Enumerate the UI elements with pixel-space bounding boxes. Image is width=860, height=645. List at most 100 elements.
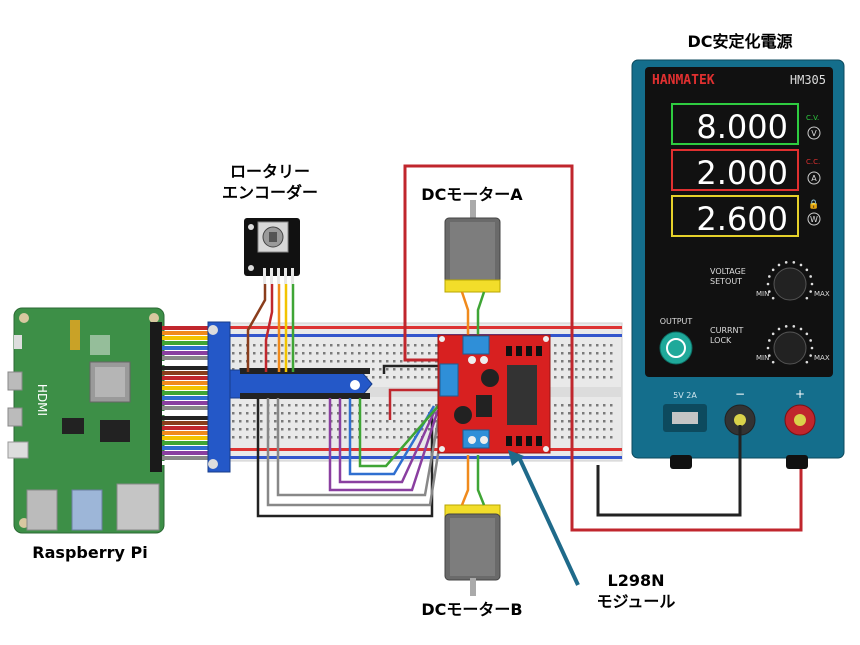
breadboard-hole [435,352,438,355]
min-label-1: MIN [756,290,769,298]
breadboard-hole [568,420,571,423]
breadboard-hole [302,360,305,363]
breadboard-hole [253,360,256,363]
breadboard-hole [330,360,333,363]
breadboard-hole [344,360,347,363]
breadboard-hole [393,352,396,355]
breadboard-hole [554,436,557,439]
breadboard-hole [365,344,368,347]
breadboard-hole [337,360,340,363]
breadboard-hole [589,368,592,371]
breadboard-hole [309,420,312,423]
breadboard-hole [239,344,242,347]
breadboard-hole [344,436,347,439]
breadboard-hole [267,360,270,363]
dial-tick [777,263,781,267]
breadboard-hole [379,376,382,379]
dial-tick [784,325,788,328]
breadboard-hole [393,376,396,379]
dial-tick [810,346,814,350]
breadboard-hole [603,376,606,379]
breadboard-hole [582,436,585,439]
breadboard-hole [232,352,235,355]
breadboard-hole [400,428,403,431]
breadboard-hole [393,420,396,423]
breadboard-hole [589,360,592,363]
motor-a-label: DCモーターA [421,185,523,204]
breadboard-hole [232,344,235,347]
lock-icon: 🔒 [808,199,819,210]
breadboard-hole [386,360,389,363]
breadboard-hole [561,352,564,355]
motor-b-wires [460,455,486,506]
ribbon-strand [162,416,208,420]
breadboard-hole [596,412,599,415]
breadboard-hole [561,412,564,415]
breadboard-hole [428,344,431,347]
dial-tick [768,290,771,293]
breadboard-hole [407,368,410,371]
w-unit: W [810,215,818,224]
breadboard-hole [365,412,368,415]
breadboard-hole [379,344,382,347]
breadboard-hole [379,352,382,355]
breadboard-hole [239,404,242,407]
breadboard-hole [386,436,389,439]
breadboard-hole [421,352,424,355]
gpio-extension-board [207,321,373,473]
current-display: 2.000 [696,154,788,192]
dc-motor-a [444,200,501,293]
breadboard-hole [344,412,347,415]
breadboard-hole [232,436,235,439]
breadboard-hole [582,420,585,423]
breadboard-hole [295,428,298,431]
power-positive-wire [403,164,803,532]
breadboard-hole [246,404,249,407]
breadboard-hole [365,404,368,407]
rotary-encoder [244,218,300,284]
breadboard-hole [603,360,606,363]
breadboard-hole [582,360,585,363]
breadboard-hole [281,436,284,439]
breadboard-hole [253,420,256,423]
breadboard-hole [337,428,340,431]
breadboard-hole [288,436,291,439]
breadboard-hole [274,420,277,423]
breadboard-hole [435,376,438,379]
breadboard-hole [400,376,403,379]
breadboard-hole [603,368,606,371]
breadboard-hole [421,420,424,423]
breadboard-hole [323,412,326,415]
breadboard-hole [295,412,298,415]
breadboard-hole [260,344,263,347]
v-unit: V [811,129,817,138]
breadboard-hole [274,352,277,355]
gpio-ribbon-cable [162,326,208,465]
dial-tick [810,282,814,286]
breadboard-hole [288,344,291,347]
breadboard-hole [393,412,396,415]
breadboard-hole [351,352,354,355]
breadboard-hole [379,368,382,371]
breadboard-hole [302,420,305,423]
ribbon-strand [162,406,208,410]
breadboard-hole [316,360,319,363]
breadboard-hole [288,428,291,431]
dial-tick [771,268,775,272]
breadboard-hole [400,436,403,439]
breadboard-hole [323,360,326,363]
breadboard-hole [379,412,382,415]
breadboard-hole [596,352,599,355]
ribbon-strand [162,341,208,345]
encoder-label-line2: エンコーダー [221,183,318,202]
breadboard-hole [351,420,354,423]
breadboard-hole [393,428,396,431]
usb-label: 5V 2A [673,391,697,400]
breadboard-hole [603,420,606,423]
breadboard-hole [554,412,557,415]
dial-tick [805,268,809,272]
breadboard-hole [386,404,389,407]
breadboard-hole [554,428,557,431]
breadboard-hole [232,428,235,431]
breadboard-hole [596,344,599,347]
